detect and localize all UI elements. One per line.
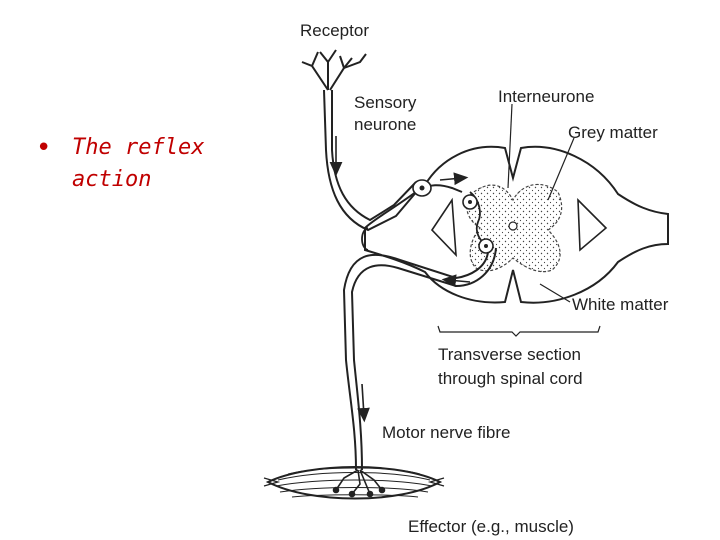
right-white-pocket xyxy=(577,197,608,252)
bullet-text-line-1: The reflex xyxy=(72,135,205,160)
leader-lines xyxy=(437,103,601,337)
left-white-pocket xyxy=(430,197,457,258)
label-transverse-section-2: through spinal cord xyxy=(438,369,583,388)
label-effector: Effector (e.g., muscle) xyxy=(408,517,574,536)
sensory-entry-arrow xyxy=(439,172,469,186)
bullet-marker: • xyxy=(36,133,52,163)
label-white-matter: White matter xyxy=(572,295,669,314)
label-grey-matter: Grey matter xyxy=(568,123,658,142)
label-sensory-neurone-1: Sensory xyxy=(354,93,417,112)
central-canal xyxy=(508,221,518,231)
sensory-neurone-fibre xyxy=(323,89,463,232)
label-sensory-neurone-2: neurone xyxy=(354,115,416,134)
motor-arrow xyxy=(357,383,370,423)
bullet-point: • The reflex action xyxy=(36,132,246,196)
motor-exit-arrow xyxy=(441,274,471,288)
label-motor-nerve-fibre: Motor nerve fibre xyxy=(382,423,511,442)
motor-end-plates xyxy=(332,469,386,498)
spinal-cord-outline xyxy=(364,145,669,304)
bullet-text: The reflex action xyxy=(72,132,246,196)
label-receptor: Receptor xyxy=(300,21,369,40)
label-interneurone: Interneurone xyxy=(498,87,594,106)
receptor-branches xyxy=(301,49,367,91)
motor-nerve-fibre xyxy=(342,251,489,471)
bullet-text-line-2: action xyxy=(72,167,152,192)
sensory-neurone-fibre-2 xyxy=(331,90,417,222)
label-transverse-section-1: Transverse section xyxy=(438,345,581,364)
